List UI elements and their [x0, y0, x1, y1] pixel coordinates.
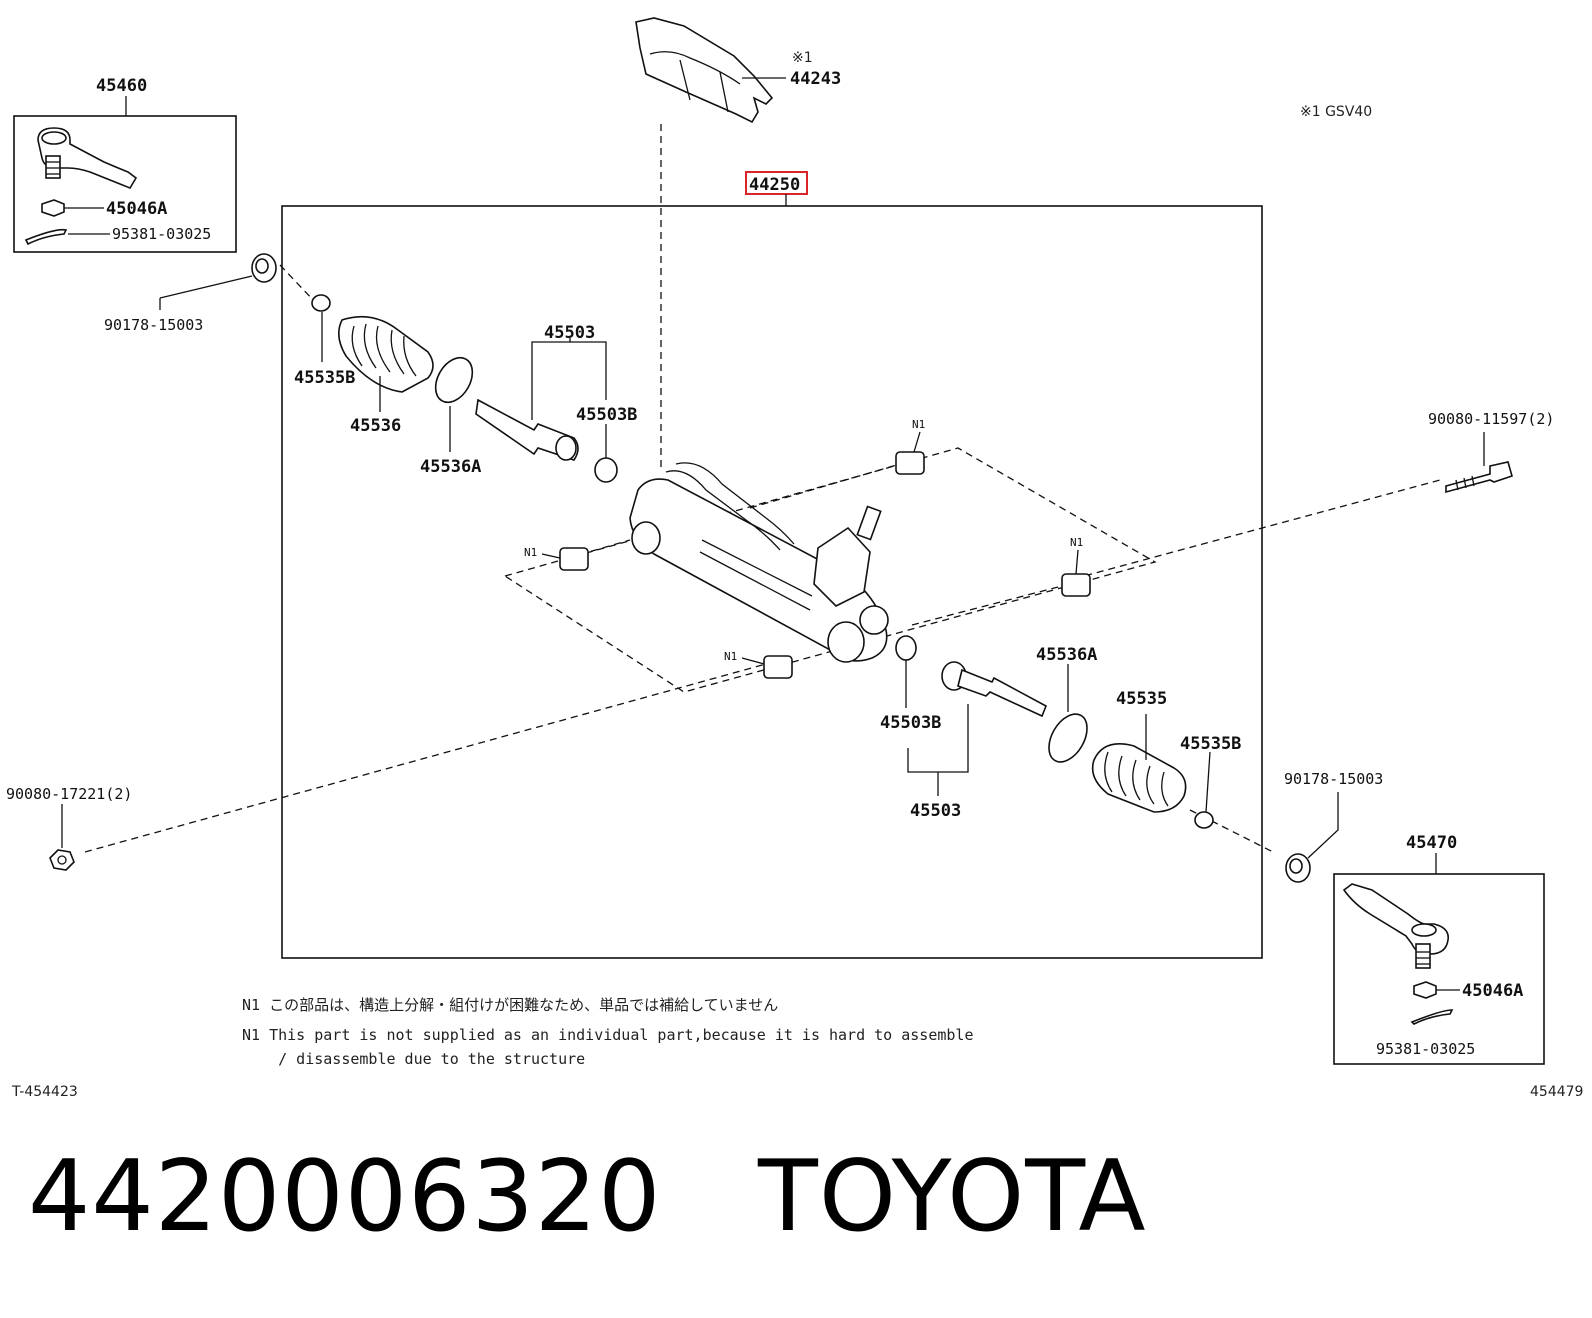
label-45046a-left[interactable]: 45046A: [106, 199, 167, 219]
inner-tie-rod-left-part[interactable]: [475, 398, 579, 461]
clamp-right-part[interactable]: [1194, 811, 1214, 829]
nut-left-part[interactable]: [41, 199, 65, 217]
label-90178-left[interactable]: 90178-15003: [104, 316, 203, 334]
n1-tag-top: N1: [912, 418, 925, 431]
cotter-pin-right-part[interactable]: [1410, 1009, 1454, 1025]
clamp-left-part[interactable]: [311, 294, 331, 312]
tie-rod-end-left-box: [13, 115, 237, 253]
valve-housing[interactable]: [813, 526, 871, 607]
bolt-part[interactable]: [1445, 461, 1513, 494]
label-90178-right[interactable]: 90178-15003: [1284, 770, 1383, 788]
n1-tag-right: N1: [1070, 536, 1083, 549]
n1-bushing-left[interactable]: N1: [524, 546, 589, 571]
label-45535b-left[interactable]: 45535B: [294, 368, 355, 388]
label-45536a-right[interactable]: 45536A: [1036, 645, 1097, 665]
label-95381-right[interactable]: 95381-03025: [1376, 1040, 1475, 1058]
tie-rod-end-right-group: 45470 45046A 95381-03025: [1333, 833, 1545, 1065]
inner-tie-rod-right-part[interactable]: [941, 661, 1048, 718]
cotter-pin-left-part[interactable]: [24, 228, 68, 246]
figure-code-left: T-454423: [11, 1084, 78, 1100]
boot-right-part[interactable]: [1091, 743, 1187, 813]
label-45536[interactable]: 45536: [350, 416, 401, 436]
washer-right-part[interactable]: [895, 635, 917, 661]
gear-assembly-box: [281, 205, 1263, 959]
insulator-part[interactable]: [635, 17, 774, 124]
star-note: ※1 GSV40: [1300, 104, 1372, 120]
ring-left-part[interactable]: [428, 351, 480, 409]
nut-right-part[interactable]: [1413, 981, 1437, 999]
insulator-group: ※1 44243 ※1 GSV40: [635, 17, 1372, 124]
ring-right-part[interactable]: [1041, 707, 1095, 768]
label-44250[interactable]: 44250: [749, 175, 800, 195]
boot-left-part[interactable]: [338, 315, 434, 393]
tie-rod-end-left-group: 45460 45046A 95381-03025: [13, 76, 237, 253]
nut-bottom-part[interactable]: [49, 849, 75, 871]
label-45503b-left[interactable]: 45503B: [576, 405, 637, 425]
gear-assembly-group: 44250 N1 N1: [84, 124, 1441, 959]
label-90080-11597[interactable]: 90080-11597(2): [1428, 410, 1554, 428]
label-44243[interactable]: 44243: [790, 69, 841, 89]
label-90080-17221[interactable]: 90080-17221(2): [6, 785, 132, 803]
tie-rod-end-right-part[interactable]: [1342, 883, 1450, 955]
note-n1-en-2: / disassemble due to the structure: [242, 1050, 585, 1068]
n1-tag-left: N1: [524, 546, 537, 559]
washer-left-part[interactable]: [594, 457, 618, 483]
label-45535b-right[interactable]: 45535B: [1180, 734, 1241, 754]
part-number-title: 4420006320 TOYOTA: [28, 1140, 1147, 1254]
highlight-44250: [745, 171, 808, 195]
label-45460[interactable]: 45460: [96, 76, 147, 96]
label-45503b-right[interactable]: 45503B: [880, 713, 941, 733]
label-45535[interactable]: 45535: [1116, 689, 1167, 709]
tie-rod-end-right-box: [1333, 873, 1545, 1065]
n1-bushing-bottom[interactable]: N1: [724, 650, 793, 679]
n1-bushing-top[interactable]: N1: [895, 418, 925, 475]
label-45503-left[interactable]: 45503: [544, 323, 595, 343]
note-n1-en-1: N1 This part is not supplied as an indiv…: [242, 1026, 974, 1044]
star-mark: ※1: [792, 50, 813, 66]
n1-bushing-right[interactable]: N1: [1061, 536, 1091, 597]
label-45503-right[interactable]: 45503: [910, 801, 961, 821]
label-95381-left[interactable]: 95381-03025: [112, 225, 211, 243]
label-45470[interactable]: 45470: [1406, 833, 1457, 853]
label-45536a-left[interactable]: 45536A: [420, 457, 481, 477]
label-45046a-right[interactable]: 45046A: [1462, 981, 1523, 1001]
parts-diagram: 45460 45046A 95381-03025 ※1 44243 ※1 GSV…: [6, 17, 1583, 1100]
n1-tag-bottom: N1: [724, 650, 737, 663]
note-n1-jp: N1 この部品は、構造上分解・組付けが困難なため、単品では補給していません: [242, 996, 778, 1014]
figure-code-right: 454479: [1530, 1084, 1583, 1100]
